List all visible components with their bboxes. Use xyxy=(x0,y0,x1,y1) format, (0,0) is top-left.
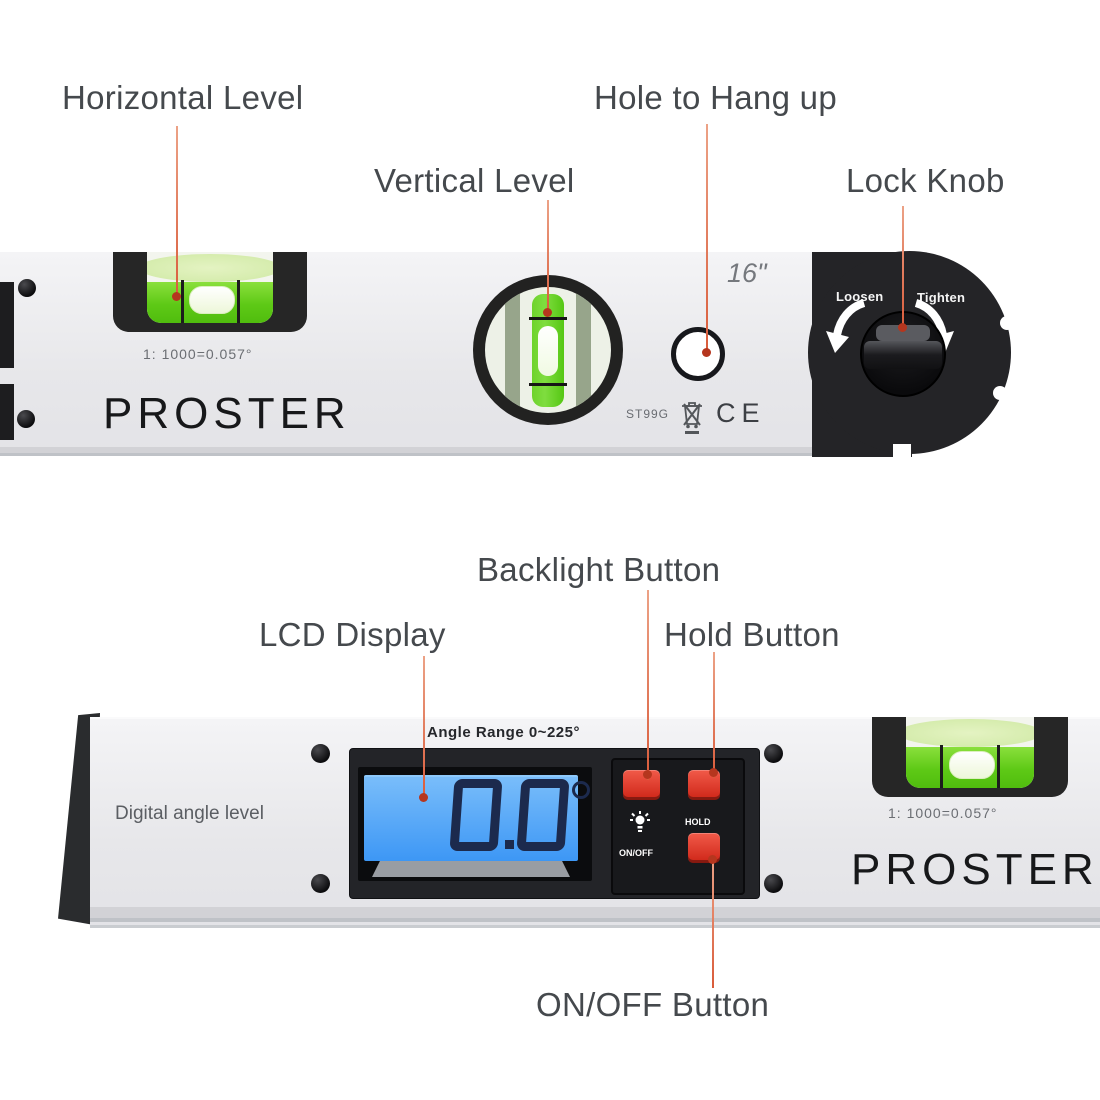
length-text: 16" xyxy=(727,258,767,288)
vial-tick xyxy=(181,280,184,323)
lock-knob-top xyxy=(876,325,930,341)
callout-dot xyxy=(898,323,907,332)
vial-tick xyxy=(940,745,943,788)
screw-icon xyxy=(18,279,36,297)
hold-label: HOLD xyxy=(685,817,711,827)
weee-bin-icon xyxy=(682,402,702,434)
button-recess: HOLD ON/OFF xyxy=(611,758,745,895)
vial-stripe xyxy=(576,287,591,413)
callout-onoff-button: ON/OFF Button xyxy=(536,986,770,1023)
screw-icon xyxy=(764,874,783,893)
cap-notch xyxy=(993,386,1007,400)
brand-text: PROSTER xyxy=(103,389,351,438)
lcd-screen xyxy=(364,775,578,861)
vial-bubble xyxy=(538,326,558,376)
tighten-label: Tighten xyxy=(917,290,966,305)
vertical-vial xyxy=(473,275,623,425)
callout-line xyxy=(706,124,708,354)
callout-dot xyxy=(702,348,711,357)
lcd-degree-symbol xyxy=(572,781,590,799)
screw-icon xyxy=(764,744,783,763)
loosen-label: Loosen xyxy=(836,289,884,304)
vial-window xyxy=(147,252,273,323)
callout-dot xyxy=(643,770,652,779)
screw-icon xyxy=(311,744,330,763)
callout-dot xyxy=(172,292,181,301)
callout-dot xyxy=(543,308,552,317)
screw-icon xyxy=(311,874,330,893)
body-bottom-strip xyxy=(0,447,822,453)
left-edge-detail xyxy=(0,384,14,440)
callout-line xyxy=(712,858,714,988)
body-bottom-edge xyxy=(90,918,1100,922)
callout-hole-to-hang-up: Hole to Hang up xyxy=(594,79,837,116)
vial-tick xyxy=(529,383,567,386)
lcd-value xyxy=(449,779,590,851)
vial-tick xyxy=(529,317,567,320)
callout-line xyxy=(547,200,549,314)
ce-mark-text: CE xyxy=(716,398,766,428)
product-text: Digital angle level xyxy=(115,803,264,824)
callout-horizontal-level: Horizontal Level xyxy=(62,79,304,116)
horizontal-vial xyxy=(113,252,307,332)
cap-notch xyxy=(893,444,911,457)
onoff-label: ON/OFF xyxy=(619,848,653,858)
body-bottom-strip xyxy=(90,907,1100,918)
vial-bubble xyxy=(949,751,995,779)
display-panel: HOLD ON/OFF xyxy=(349,748,760,899)
horizontal-vial xyxy=(872,717,1068,797)
screw-icon xyxy=(17,410,35,428)
vial-tick xyxy=(997,745,1000,788)
vial-window xyxy=(906,717,1034,788)
vial-glass-dome xyxy=(906,719,1034,747)
loosen-arrow-icon xyxy=(826,299,866,353)
left-edge-detail xyxy=(0,282,14,368)
cap-notch xyxy=(1000,316,1014,330)
callout-line xyxy=(423,656,425,799)
callout-backlight-button: Backlight Button xyxy=(477,551,721,588)
callout-lcd-display: LCD Display xyxy=(259,616,446,653)
vial-ratio-text: 1: 1000=0.057° xyxy=(888,805,998,821)
lock-knob-bar xyxy=(864,341,942,369)
callout-dot xyxy=(709,768,718,777)
vial-ratio-text: 1: 1000=0.057° xyxy=(143,346,253,362)
hang-hole xyxy=(671,327,725,381)
vial-tick xyxy=(237,280,240,323)
backlight-button xyxy=(623,770,660,800)
body-bottom-edge xyxy=(0,453,822,456)
lcd-depth-shadow xyxy=(372,861,570,877)
callout-dot xyxy=(708,855,717,864)
callout-line xyxy=(713,652,715,778)
callout-line xyxy=(902,206,904,329)
vial-stripe xyxy=(505,287,520,413)
callout-lock-knob: Lock Knob xyxy=(846,162,1005,199)
backlight-bulb-icon xyxy=(630,811,650,832)
brand-text: PROSTER xyxy=(851,845,1099,894)
callout-vertical-level: Vertical Level xyxy=(374,162,575,199)
callout-dot xyxy=(419,793,428,802)
callout-line xyxy=(647,590,649,780)
vial-bubble xyxy=(189,286,235,314)
body-shadow xyxy=(90,925,1100,928)
callout-line xyxy=(176,126,178,298)
vial-window xyxy=(485,287,611,413)
model-code-text: ST99G xyxy=(626,407,670,421)
angle-range-text: Angle Range 0~225° xyxy=(427,724,580,741)
callout-hold-button: Hold Button xyxy=(664,616,840,653)
vial-glass-dome xyxy=(147,254,273,282)
